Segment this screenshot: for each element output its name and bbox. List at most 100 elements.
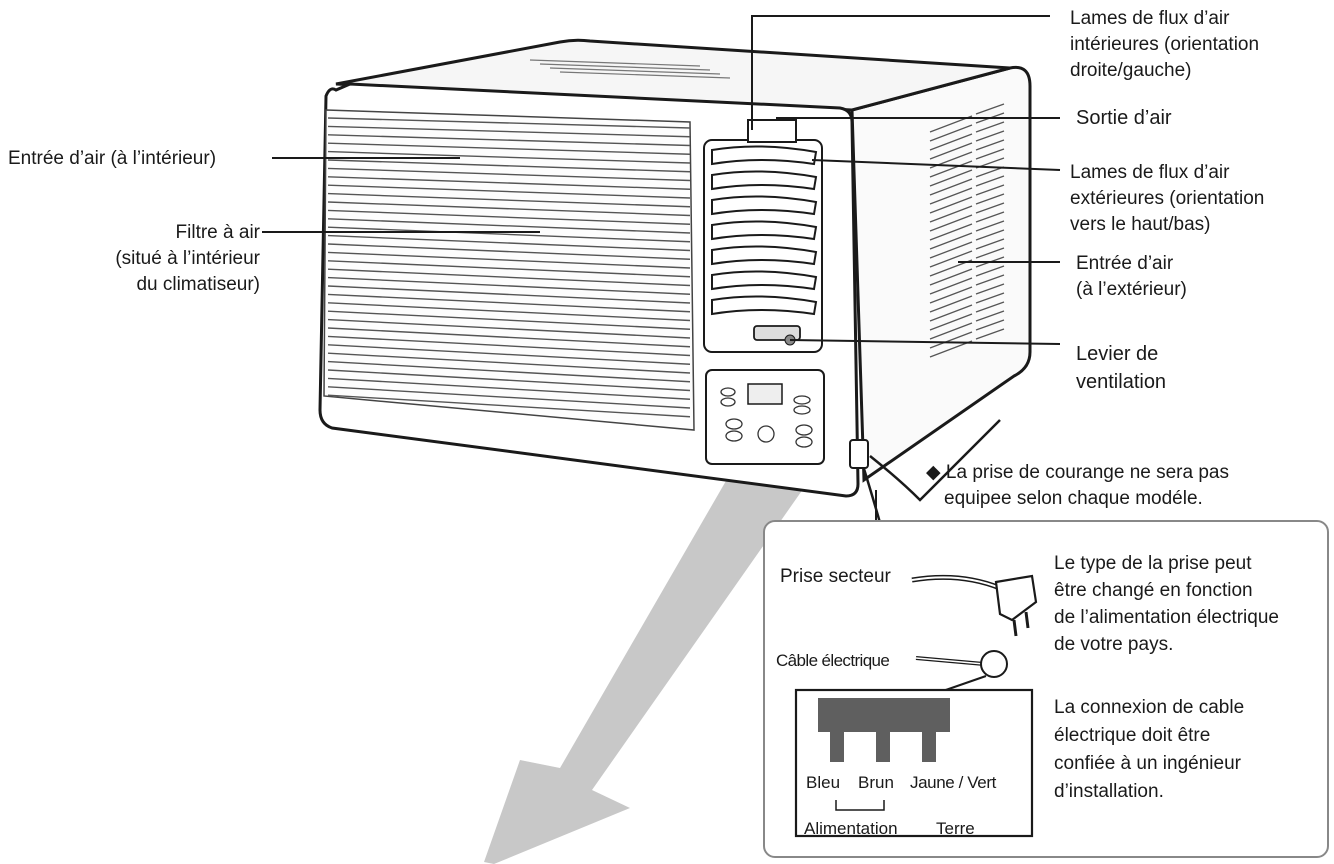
plug-body <box>994 574 1038 622</box>
side-vent-slat <box>929 133 973 151</box>
connection-text: La connexion de cable électrique doit êt… <box>1054 694 1244 806</box>
side-vent-slat <box>929 223 973 241</box>
side-vent-slat <box>929 169 973 187</box>
cable-detail-circle <box>980 650 1008 678</box>
side-vent-slat <box>975 301 1005 313</box>
label-line: Levier de <box>1076 343 1159 365</box>
grille-slat <box>327 310 691 330</box>
side-vent-slat <box>975 283 1005 295</box>
text-line: La connexion de cable <box>1054 697 1245 718</box>
side-vent-slat <box>929 313 973 331</box>
label-line: intérieures (orientation <box>1070 34 1260 55</box>
side-vent-slat <box>929 340 973 358</box>
wire-label-yellow-green: Jaune / Vert <box>910 773 996 792</box>
side-vent-slat <box>929 241 973 259</box>
side-vent-slat <box>975 193 1005 205</box>
unit-top-panel <box>335 38 1011 112</box>
grille-slat <box>327 192 691 208</box>
label-outdoor-louvers: Lames de flux d’air extérieures (orienta… <box>1070 160 1264 238</box>
side-vent-slat <box>929 232 973 250</box>
cord-clip <box>849 439 869 469</box>
label-line: Lames de flux d’air <box>1070 162 1230 183</box>
grille-slat <box>327 209 691 225</box>
side-vent-slat <box>975 238 1005 250</box>
outdoor-louver-blades <box>711 145 818 316</box>
label-line: droite/gauche) <box>1070 60 1192 81</box>
label-line: ventilation <box>1076 371 1167 393</box>
label-vent-lever: Levier de ventilation <box>1076 340 1166 396</box>
power-bracket <box>835 800 885 811</box>
grille-slat <box>327 159 691 173</box>
louver-blade <box>711 220 818 241</box>
text-line: d’installation. <box>1054 781 1164 802</box>
text-line: de votre pays. <box>1054 634 1174 655</box>
plug-cord-inner <box>911 576 1001 589</box>
label-line: Filtre à air <box>175 222 260 243</box>
note-line: equipee selon chaque modéle. <box>944 488 1203 509</box>
grille-slat <box>327 360 691 383</box>
terminal-wire-brown <box>876 732 890 762</box>
side-vent-slat <box>975 319 1005 331</box>
grille-slat <box>327 344 691 365</box>
grille-slat <box>327 293 691 313</box>
side-vent-slat <box>929 286 973 304</box>
grille-slat <box>327 251 691 269</box>
side-vent-slat <box>975 220 1005 232</box>
plug-type-text: Le type de la prise peut être changé en … <box>1054 550 1279 658</box>
side-vent-slat <box>975 247 1005 259</box>
label-line: (à l’extérieur) <box>1076 279 1187 300</box>
terminal-wire-blue <box>830 732 844 762</box>
side-vent-slat <box>975 103 1005 115</box>
side-vent-slat <box>929 268 973 286</box>
side-vent-slat <box>975 148 1005 160</box>
text-line: électrique doit être <box>1054 725 1211 746</box>
grille-slat <box>327 134 691 147</box>
grille-slat <box>327 117 691 129</box>
side-vent-slat <box>975 265 1005 277</box>
side-vent-slat <box>975 274 1005 286</box>
label-line: Lames de flux d’air <box>1070 8 1230 29</box>
side-vent-slat <box>929 277 973 295</box>
louver-blade <box>711 295 818 316</box>
grille-slat <box>327 302 691 322</box>
side-vent-slat <box>929 214 973 232</box>
label-outdoor-intake: Entrée d’air (à l’extérieur) <box>1076 251 1187 303</box>
leader-lines <box>262 15 1061 520</box>
side-vent-slat <box>929 304 973 322</box>
side-vent-slat <box>975 184 1005 196</box>
grille-slat <box>327 184 691 199</box>
grille-slat <box>327 318 691 339</box>
label-air-outlet: Sortie d’air <box>1076 107 1172 129</box>
grille-slat <box>327 327 691 348</box>
label-line: du climatiseur) <box>136 274 260 295</box>
side-vent-slat <box>975 292 1005 304</box>
side-vent-slat <box>929 178 973 196</box>
side-vent-slat <box>929 331 973 349</box>
side-vent-slat <box>975 310 1005 322</box>
control-display <box>747 383 783 405</box>
side-vent-slat <box>975 121 1005 133</box>
label-air-filter: Filtre à air (situé à l’intérieur du cli… <box>60 220 260 298</box>
grille-slat <box>327 142 691 155</box>
label-line: extérieures (orientation <box>1070 188 1265 209</box>
grille-slat <box>327 352 691 374</box>
grille-slat <box>327 226 691 243</box>
side-vent-slat <box>975 229 1005 241</box>
grille-slat <box>327 234 691 252</box>
wire-label-power: Alimentation <box>804 819 898 838</box>
control-panel-arrow <box>484 448 815 864</box>
wire-label-earth: Terre <box>936 819 975 838</box>
terminal-block <box>818 698 950 732</box>
label-indoor-intake: Entrée d’air (à l’intérieur) <box>8 148 217 169</box>
grille-slat <box>327 260 691 278</box>
side-vent-slat <box>929 205 973 223</box>
side-vent-slat <box>975 202 1005 214</box>
side-vent-slat <box>929 160 973 178</box>
side-vent-slat <box>975 211 1005 223</box>
side-vent-slat <box>929 322 973 340</box>
side-vent-slat <box>929 142 973 160</box>
label-plug: Prise secteur <box>780 566 891 587</box>
side-vent-slat <box>975 166 1005 178</box>
